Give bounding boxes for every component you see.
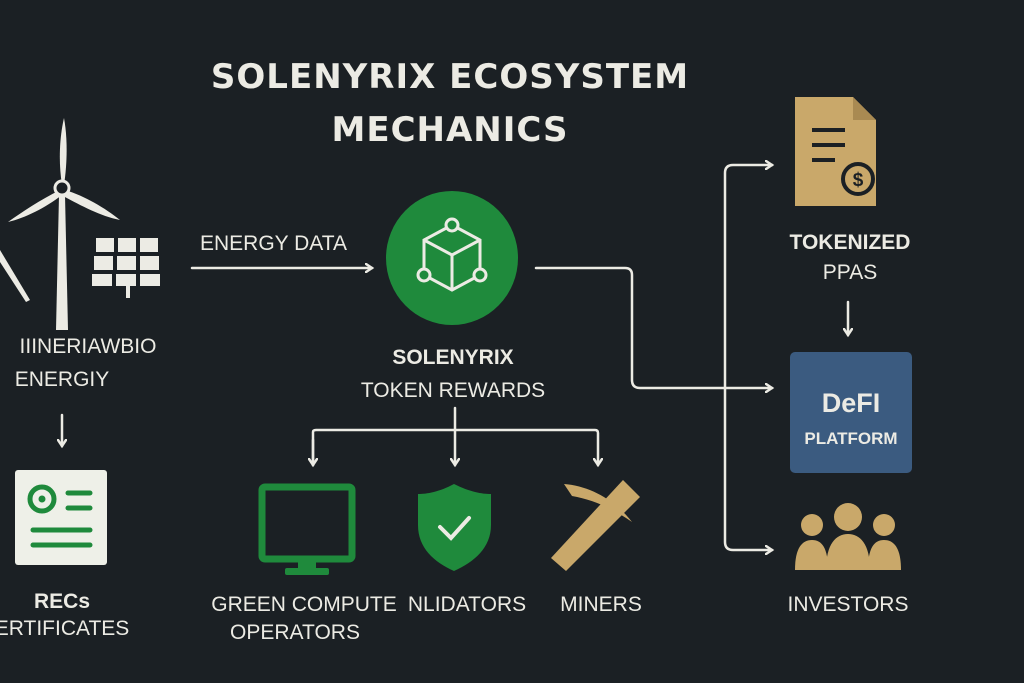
recs-label-line2: ERTIFICATES bbox=[0, 617, 129, 640]
right-flow-arrows bbox=[534, 163, 772, 550]
token-hub-icon bbox=[386, 191, 518, 325]
investors-icon bbox=[795, 503, 901, 570]
source-label-line1: IIINERIAWBIO bbox=[20, 335, 157, 358]
tokenized-ppa-document-icon: $ bbox=[795, 97, 876, 206]
rec-certificate-icon bbox=[15, 470, 107, 565]
center-label-line1: SOLENYRIX bbox=[392, 346, 513, 369]
branch-arrows bbox=[313, 406, 598, 465]
center-label-line2: TOKEN REWARDS bbox=[361, 379, 545, 402]
monitor-icon bbox=[258, 483, 356, 575]
wind-turbine-icon bbox=[0, 118, 120, 330]
title-line2: MECHANICS bbox=[332, 110, 569, 150]
recs-label: RECs bbox=[34, 590, 90, 613]
shield-icon bbox=[418, 484, 491, 571]
svg-text:$: $ bbox=[853, 170, 864, 191]
defi-platform-box bbox=[790, 352, 912, 473]
ppa-label-line1: TOKENIZED bbox=[790, 231, 911, 254]
pickaxe-icon bbox=[551, 480, 640, 571]
energy-data-label: ENERGY DATA bbox=[200, 232, 347, 255]
participant-1-line2: OPERATORS bbox=[230, 621, 360, 644]
investors-label: INVESTORS bbox=[788, 593, 909, 616]
title-line1: SOLENYRIX ECOSYSTEM bbox=[211, 57, 689, 97]
participant-1-line1: GREEN COMPUTE bbox=[211, 593, 397, 616]
defi-label: DeFI bbox=[822, 388, 881, 418]
ppa-label-line2: PPAS bbox=[823, 261, 877, 284]
participant-2-label: NLIDATORS bbox=[408, 593, 526, 616]
participant-3-label: MINERS bbox=[560, 593, 642, 616]
solar-panel-icon bbox=[92, 238, 160, 298]
source-label-line2: ENERGIY bbox=[15, 368, 110, 391]
defi-label-line2: PLATFORM bbox=[804, 429, 897, 448]
